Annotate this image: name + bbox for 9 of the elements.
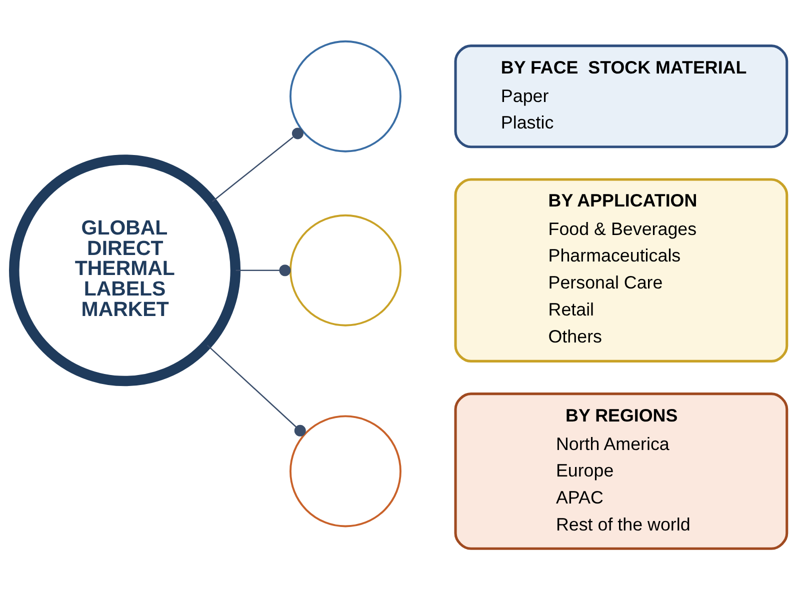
connector xyxy=(235,264,290,276)
node-box: BY APPLICATION Food & Beverages Pharmaceuticals Personal Care Retail Others xyxy=(454,178,788,362)
node-box: BY REGIONS North America Europe APAC Rest of the world xyxy=(454,392,788,550)
node-circle xyxy=(289,214,401,326)
node-circle: GLOBAL DIRECT THERMAL LABELS MARKET xyxy=(8,154,240,386)
node-circle xyxy=(289,415,401,528)
connector xyxy=(206,344,306,436)
node-box: BY FACE STOCK MATERIAL Paper Plastic xyxy=(454,44,788,148)
connector xyxy=(211,128,303,202)
